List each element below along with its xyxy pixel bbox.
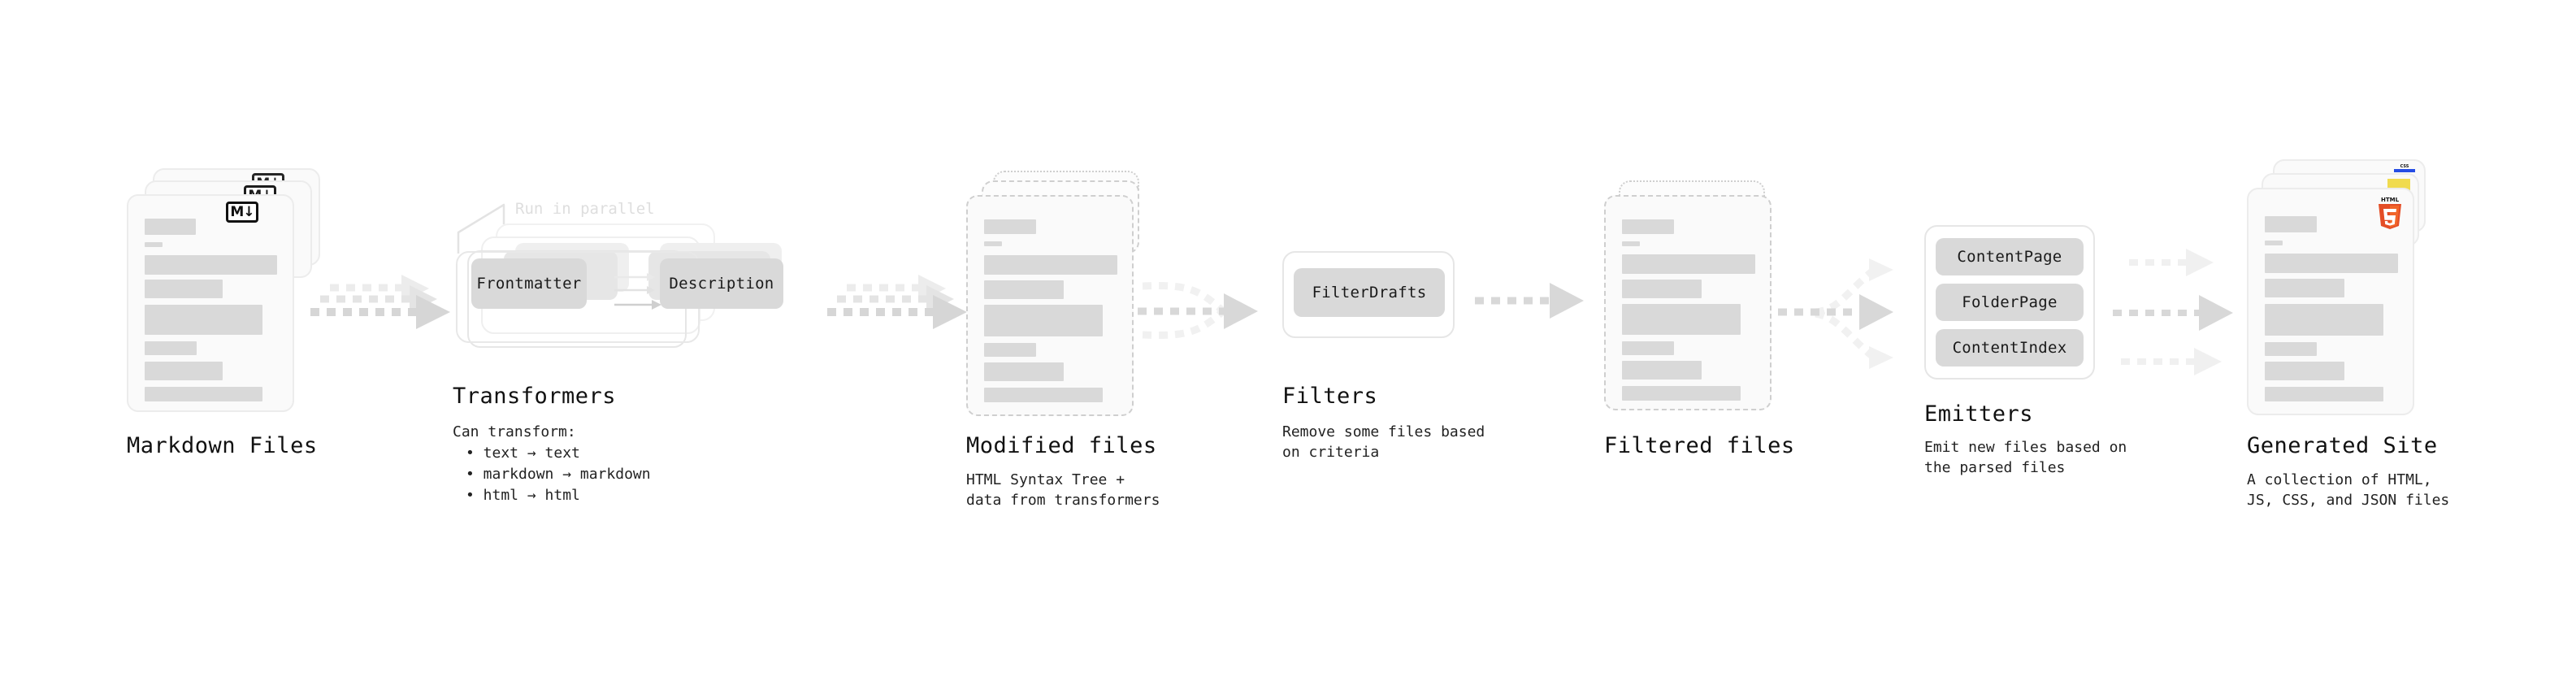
doc-bar [145,387,262,401]
transformers-list-item-0: • text → text [466,445,580,462]
site-file-card-front [2247,188,2414,415]
stage-title-modified-files: Modified files [966,433,1157,458]
chip-filterdrafts-label: FilterDrafts [1312,284,1427,301]
doc-bar [2265,254,2398,273]
doc-bar [1622,280,1702,298]
markdown-icon-label: M↓ [230,203,254,220]
doc-bar [2265,362,2344,380]
doc-bar [984,219,1036,234]
doc-bar [2265,279,2344,297]
doc-bar [2265,387,2383,401]
chip-frontmatter-label: Frontmatter [476,275,582,293]
chip-description-label: Description [669,275,774,293]
doc-bar [145,341,197,355]
transformers-list-item-2: • html → html [466,487,580,504]
chip-frontmatter[interactable]: Frontmatter [471,258,587,309]
chip-contentindex[interactable]: ContentIndex [1936,329,2084,367]
stage-subtitle-filters: Remove some files based on criteria [1282,423,1485,461]
doc-bar [145,242,163,247]
doc-bar [1622,254,1755,274]
stage-title-emitters: Emitters [1924,401,2034,427]
doc-bar [1622,341,1674,355]
doc-bar [145,255,277,275]
chip-description[interactable]: Description [660,258,783,309]
doc-bar [2265,241,2283,245]
stage-title-filters: Filters [1282,384,1378,409]
doc-bar [984,255,1117,275]
stage-title-filtered-files: Filtered files [1604,433,1795,458]
doc-bar [1622,219,1674,234]
stage-subtitle-emitters: Emit new files based on the parsed files [1924,439,2127,476]
doc-bar [1622,304,1741,335]
css-icon-label: CSS [2400,164,2409,169]
run-in-parallel-label: Run in parallel [515,200,655,218]
doc-bar [1622,361,1702,380]
doc-bar [145,305,262,335]
doc-bar [1622,241,1640,246]
doc-bar [984,305,1103,336]
doc-bar [984,280,1064,299]
doc-bar [145,280,223,298]
stage-subtitle-modified-files: HTML Syntax Tree + data from transformer… [966,471,1160,509]
doc-bar [2265,216,2317,232]
chip-folderpage[interactable]: FolderPage [1936,284,2084,321]
doc-bar [145,219,196,235]
css-icon-underline [2394,169,2415,172]
svg-text:HTML: HTML [2381,197,2400,203]
doc-bar [1622,386,1741,401]
stage-title-markdown-files: Markdown Files [127,433,318,458]
doc-bar [145,362,223,380]
markdown-icon: M↓ [226,202,258,223]
doc-bar [2265,304,2383,336]
css-icon: CSS [2394,163,2415,172]
markdown-file-card-front [127,194,294,412]
stage-title-generated-site: Generated Site [2247,433,2438,458]
doc-bar [984,362,1064,381]
filtered-file-card-front [1604,195,1772,410]
chip-filterdrafts[interactable]: FilterDrafts [1294,268,1445,317]
chip-contentpage-label: ContentPage [1957,248,2062,266]
transformers-list-item-1: • markdown → markdown [466,466,651,483]
stage-subtitle-generated-site: A collection of HTML, JS, CSS, and JSON … [2247,471,2450,509]
doc-bar [984,343,1036,357]
chip-contentindex-label: ContentIndex [1952,339,2067,357]
stage-title-transformers: Transformers [453,384,617,409]
doc-bar [2265,342,2317,356]
transformers-list-intro: Can transform: [453,423,576,440]
chip-folderpage-label: FolderPage [1962,293,2058,311]
modified-file-card-front [966,195,1134,416]
doc-bar [984,388,1103,402]
doc-bar [984,241,1002,246]
chip-contentpage[interactable]: ContentPage [1936,238,2084,275]
